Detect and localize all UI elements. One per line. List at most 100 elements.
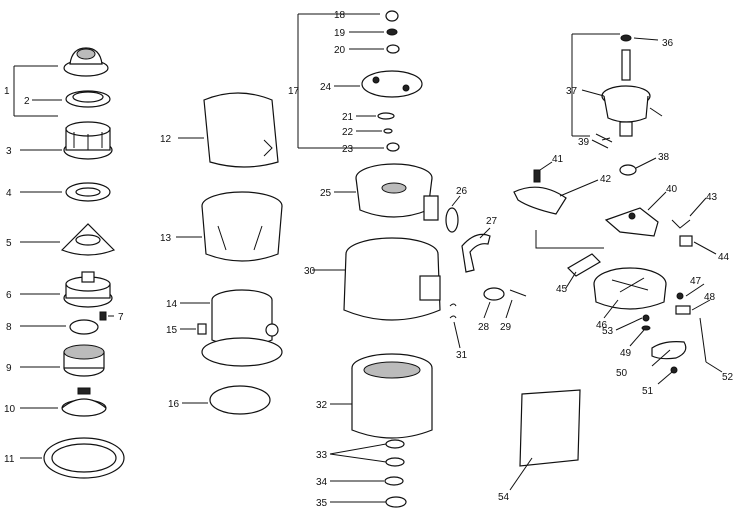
callout-24: 24 xyxy=(320,82,332,93)
callout-37: 37 xyxy=(566,86,578,97)
callout-47: 47 xyxy=(690,276,702,287)
mounting-ring-10 xyxy=(61,387,107,417)
rotor-plate-24 xyxy=(361,70,423,98)
callout-23: 23 xyxy=(342,144,354,155)
shield-12 xyxy=(203,92,279,168)
washers-33 xyxy=(385,439,405,467)
connector-44 xyxy=(679,235,693,247)
stopper-9 xyxy=(63,344,105,377)
callout-50: 50 xyxy=(616,368,628,379)
screw-7 xyxy=(99,311,107,321)
sink-ring-11 xyxy=(43,437,125,479)
nut-20 xyxy=(386,44,400,54)
callout-17: 17 xyxy=(288,86,300,97)
backup-flange-5 xyxy=(60,223,116,256)
grinding-chamber-25 xyxy=(355,163,439,221)
callout-7: 7 xyxy=(118,312,124,323)
callout-21: 21 xyxy=(342,112,354,123)
bearing-38 xyxy=(619,164,637,176)
washer-22 xyxy=(383,128,393,134)
callout-18: 18 xyxy=(334,10,346,21)
shield-42 xyxy=(513,186,567,215)
callout-32: 32 xyxy=(316,400,328,411)
callout-20: 20 xyxy=(334,45,346,56)
spacer-23 xyxy=(386,142,400,152)
callout-2: 2 xyxy=(24,96,30,107)
rod-52 xyxy=(699,317,707,363)
clip-43 xyxy=(671,219,691,229)
callout-11: 11 xyxy=(4,454,15,465)
callout-42: 42 xyxy=(600,174,612,185)
capacitor-45 xyxy=(567,253,601,277)
snap-ring-8 xyxy=(69,319,99,335)
end-bell-46 xyxy=(593,267,667,310)
callout-43: 43 xyxy=(706,192,718,203)
leader-lines xyxy=(13,13,723,503)
callout-35: 35 xyxy=(316,498,328,509)
nut-18 xyxy=(385,10,399,22)
washer-49 xyxy=(641,325,651,331)
callout-33: 33 xyxy=(316,450,328,461)
washer-21 xyxy=(377,112,395,120)
washer-19 xyxy=(386,28,398,36)
pins-39 xyxy=(591,133,613,149)
clamp-28 xyxy=(483,287,505,301)
callout-36: 36 xyxy=(662,38,674,49)
shield-13 xyxy=(201,191,283,262)
callout-39: 39 xyxy=(578,137,590,148)
callout-29: 29 xyxy=(500,322,512,333)
callout-40: 40 xyxy=(666,184,678,195)
screw-41 xyxy=(533,169,541,183)
callout-6: 6 xyxy=(6,290,12,301)
callout-4: 4 xyxy=(6,188,12,199)
callout-46: 46 xyxy=(596,320,608,331)
stopper-cap xyxy=(63,47,109,77)
callout-13: 13 xyxy=(160,233,172,244)
callout-44: 44 xyxy=(718,252,730,263)
callout-14: 14 xyxy=(166,299,178,310)
gasket-26 xyxy=(445,207,459,233)
callout-34: 34 xyxy=(316,477,328,488)
callout-51: 51 xyxy=(642,386,654,397)
sink-flange-ring xyxy=(65,90,111,108)
callout-53: 53 xyxy=(602,326,614,337)
callout-38: 38 xyxy=(658,152,670,163)
callout-41: 41 xyxy=(552,154,564,165)
elbow-27 xyxy=(461,233,491,273)
switch-48 xyxy=(675,305,691,315)
housing-30 xyxy=(343,237,441,321)
callout-15: 15 xyxy=(166,325,178,336)
washer-34 xyxy=(384,476,404,486)
callout-9: 9 xyxy=(6,363,12,374)
callout-52: 52 xyxy=(722,372,734,383)
nut-15 xyxy=(197,323,207,335)
hopper-14 xyxy=(201,289,283,367)
callout-3: 3 xyxy=(6,146,12,157)
callout-49: 49 xyxy=(620,348,632,359)
callout-5: 5 xyxy=(6,238,12,249)
plate-50 xyxy=(651,341,687,360)
rotor-37 xyxy=(601,49,663,137)
mounting-ring xyxy=(63,121,113,160)
gasket-16 xyxy=(209,385,271,415)
callout-25: 25 xyxy=(320,188,332,199)
screw-47 xyxy=(676,292,684,300)
callout-1: 1 xyxy=(4,86,10,97)
manual-54 xyxy=(519,389,581,467)
clip-36 xyxy=(620,34,632,42)
callout-16: 16 xyxy=(168,399,180,410)
stator-32 xyxy=(351,353,433,439)
gasket-4 xyxy=(65,182,111,202)
callout-26: 26 xyxy=(456,186,468,197)
screw-29 xyxy=(509,289,527,297)
callout-19: 19 xyxy=(334,28,346,39)
cap-35 xyxy=(385,496,407,508)
screw-53 xyxy=(642,314,650,322)
callout-22: 22 xyxy=(342,127,354,138)
callout-31: 31 xyxy=(456,350,468,361)
bracket-40 xyxy=(604,207,659,237)
callout-28: 28 xyxy=(478,322,490,333)
callout-12: 12 xyxy=(160,134,172,145)
callout-54: 54 xyxy=(498,492,510,503)
